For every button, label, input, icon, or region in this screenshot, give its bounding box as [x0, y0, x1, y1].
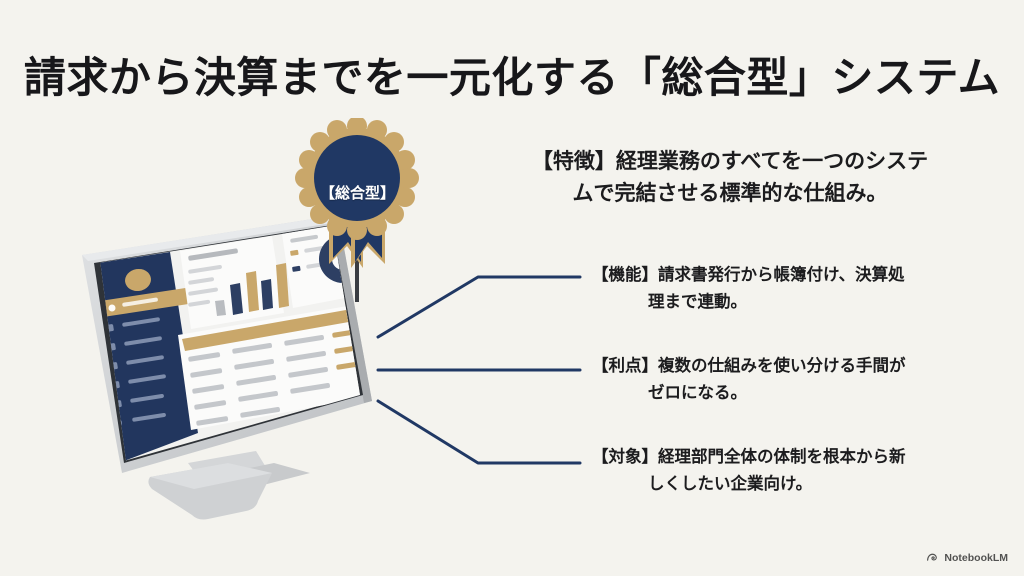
- monitor-stand: [148, 451, 310, 520]
- page-title: 請求から決算までを一元化する「総合型」システム: [23, 56, 1001, 102]
- bullet-2-line-1: 【対象】経理部門全体の体制を根本から新: [592, 448, 906, 466]
- badge-seal: 【総合型】: [285, 116, 430, 303]
- connector-line-1: [376, 275, 582, 339]
- bar-chart-card: [180, 236, 289, 329]
- badge-graphic: [295, 116, 419, 302]
- feature-line-1: 【特徴】経理業務のすべてを一つのシステ: [531, 150, 929, 173]
- feature-line-2: ムで完結させる標準的な仕組み。: [572, 181, 888, 205]
- feature-headline: 【特徴】経理業務のすべてを一つのシステ ムで完結させる標準的な仕組み。: [480, 146, 980, 209]
- bullet-1-line-2: ゼロになる。: [648, 383, 747, 402]
- bullet-1-line-1: 【利点】複数の仕組みを使い分ける手間が: [592, 357, 906, 375]
- notebooklm-icon: [927, 553, 938, 561]
- data-table-card: [178, 303, 360, 430]
- bullet-0-line-2: 理まで連動。: [648, 292, 747, 311]
- avatar: [125, 268, 151, 292]
- bullet-0-line-1: 【機能】請求書発行から帳簿付け、決算処: [592, 266, 905, 284]
- badge-disc: [314, 135, 400, 221]
- connector-line-3: [376, 399, 582, 465]
- bullet-2-line-2: しくしたい企業向け。: [648, 474, 813, 493]
- watermark-label: NotebookLM: [944, 551, 1008, 564]
- bullet-item-target: 【対象】経理部門全体の体制を根本から新 しくしたい企業向け。: [592, 444, 964, 497]
- bullet-item-benefit: 【利点】複数の仕組みを使い分ける手間が ゼロになる。: [592, 353, 964, 406]
- monitor-illustration: [82, 215, 372, 520]
- dashboard-screen: [100, 223, 360, 461]
- bullet-item-function: 【機能】請求書発行から帳簿付け、決算処 理まで連動。: [592, 262, 964, 315]
- notebooklm-watermark: NotebookLM: [926, 551, 1008, 564]
